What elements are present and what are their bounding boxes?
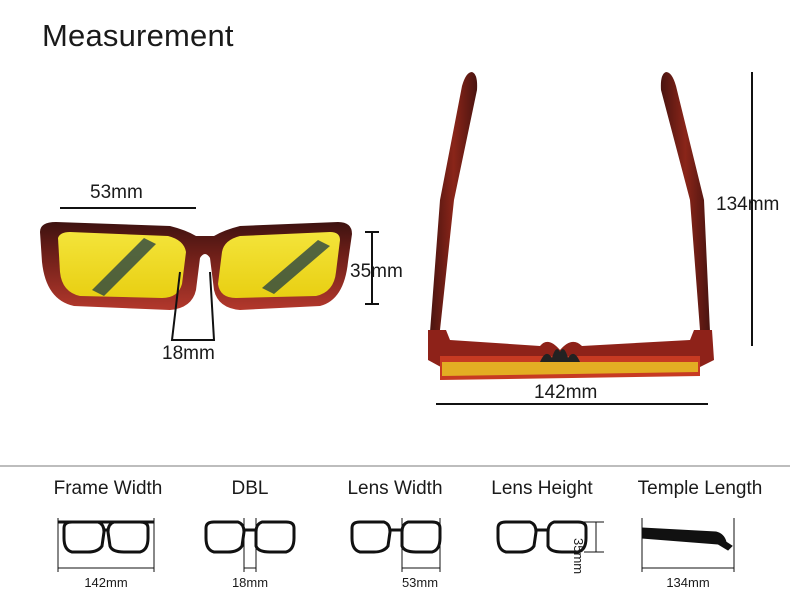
- spec-value-temple-length: 134mm: [666, 575, 710, 590]
- spec-value-lens-width: 53mm: [401, 575, 439, 590]
- front-dimension-lines: [60, 207, 379, 341]
- spec-value-frame-width: 142mm: [84, 575, 128, 590]
- lens-width-label: 53mm: [90, 182, 143, 203]
- lens-height-label: 35mm: [350, 261, 403, 282]
- spec-title-dbl: DBL: [231, 478, 269, 499]
- temple-length-label: 134mm: [716, 194, 780, 215]
- spec-value-lens-height: 35mm: [571, 538, 586, 575]
- spec-value-dbl: 18mm: [231, 575, 269, 590]
- top-view-glasses: [428, 72, 714, 380]
- spec-icon-dbl: [204, 518, 296, 572]
- spec-title-temple-length: Temple Length: [637, 478, 763, 499]
- spec-title-lens-width: Lens Width: [347, 478, 443, 499]
- page-title: Measurement: [42, 18, 234, 53]
- spec-title-frame-width: Frame Width: [53, 478, 163, 499]
- front-view-glasses: [40, 222, 352, 310]
- top-dimension-lines: [436, 72, 753, 405]
- section-divider: [0, 465, 790, 467]
- frame-width-label: 142mm: [534, 382, 598, 403]
- bridge-label: 18mm: [162, 343, 215, 364]
- spec-title-lens-height: Lens Height: [491, 478, 593, 499]
- spec-icon-temple-length: [641, 518, 735, 572]
- spec-icon-lens-height: [496, 520, 604, 554]
- spec-icon-lens-width: [350, 518, 442, 572]
- spec-icon-frame-width: [57, 518, 155, 572]
